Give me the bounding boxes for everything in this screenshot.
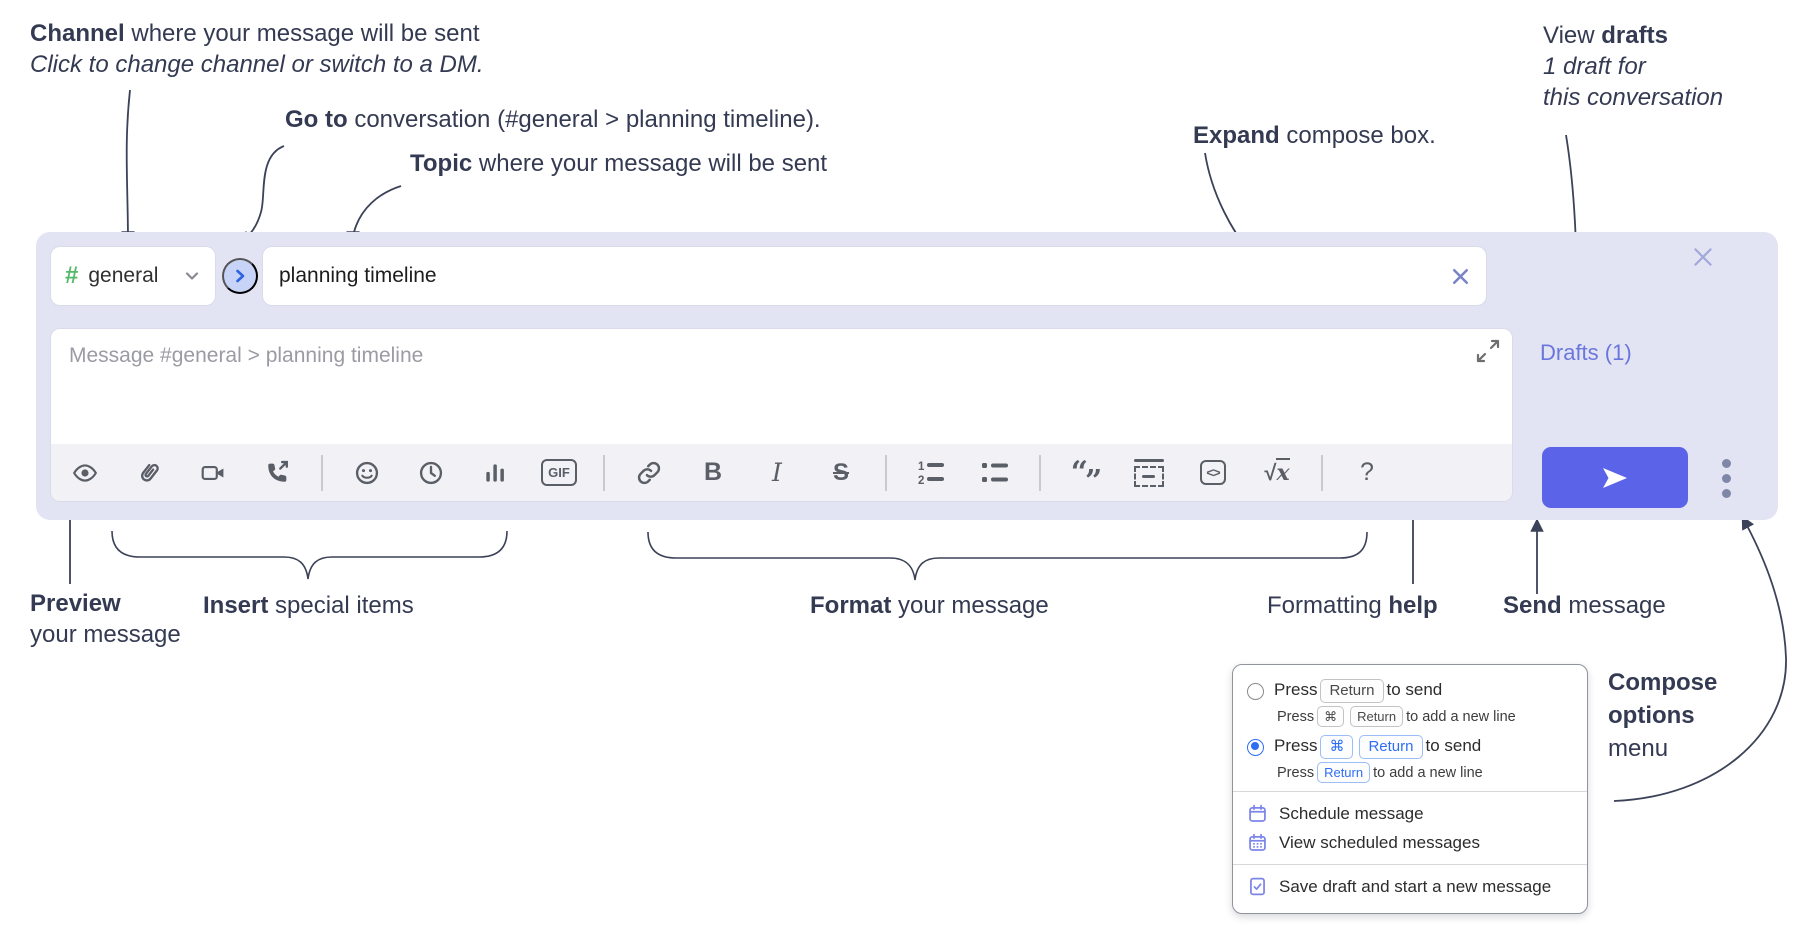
annotation-format: Format your message xyxy=(810,592,1049,619)
send-button[interactable] xyxy=(1542,447,1688,508)
close-compose-button[interactable] xyxy=(1688,242,1718,272)
emoji-icon[interactable] xyxy=(347,453,387,493)
drafts-link[interactable]: Drafts (1) xyxy=(1540,340,1632,365)
toolbar-separator xyxy=(1039,454,1041,491)
italic-icon[interactable]: I xyxy=(757,453,797,493)
spoiler-icon[interactable] xyxy=(1129,453,1169,493)
menu-divider xyxy=(1233,791,1587,792)
toolbar-separator xyxy=(321,454,323,491)
key-cmd: ⌘ xyxy=(1317,706,1345,727)
chevron-down-icon xyxy=(185,272,199,280)
quote-icon[interactable]: “” xyxy=(1065,453,1105,496)
compose-options-menu-button[interactable] xyxy=(1711,454,1741,502)
compose-box: # general Drafts (1) xyxy=(36,232,1778,520)
channel-name: general xyxy=(88,264,159,287)
toolbar-separator xyxy=(885,454,887,491)
go-to-conversation-button[interactable] xyxy=(222,258,258,294)
chevron-right-icon xyxy=(236,269,245,283)
clear-topic-button[interactable] xyxy=(1449,265,1472,288)
attach-file-icon[interactable] xyxy=(129,453,169,493)
annotation-send: Send message xyxy=(1503,592,1666,619)
menu-item-view-scheduled-messages[interactable]: View scheduled messages xyxy=(1247,828,1573,857)
toolbar-separator xyxy=(603,454,605,491)
menu-item-schedule-message[interactable]: Schedule message xyxy=(1247,799,1573,828)
key-return: Return xyxy=(1317,762,1371,783)
svg-text:2: 2 xyxy=(918,475,924,486)
bold-icon[interactable]: B xyxy=(693,453,733,493)
expand-compose-button[interactable] xyxy=(1474,337,1502,365)
radio-unselected[interactable] xyxy=(1247,682,1264,700)
svg-text:1: 1 xyxy=(918,461,925,473)
annotation-topic: Topic where your message will be sent xyxy=(410,150,828,177)
annotation-compose-options: Compose options menu xyxy=(1608,669,1718,762)
toolbar-separator xyxy=(1321,454,1323,491)
add-voice-call-icon[interactable] xyxy=(257,453,297,493)
code-icon[interactable]: <> xyxy=(1193,453,1233,493)
topic-input-box xyxy=(262,246,1487,306)
channel-selector[interactable]: # general xyxy=(50,246,216,306)
annotation-goto: Go to conversation (#general > planning … xyxy=(285,106,821,133)
draft-check-icon xyxy=(1250,877,1265,896)
message-area xyxy=(51,329,1512,444)
close-icon xyxy=(1452,268,1469,284)
key-return: Return xyxy=(1359,735,1423,759)
annotation-expand: Expand compose box. xyxy=(1193,122,1436,149)
topic-input[interactable] xyxy=(263,264,1449,288)
ellipsis-icon xyxy=(1721,458,1731,468)
key-return: Return xyxy=(1350,706,1404,727)
annotation-preview: Preview your message xyxy=(30,590,181,648)
strikethrough-icon[interactable]: S xyxy=(821,453,861,493)
preview-icon[interactable] xyxy=(65,453,105,493)
calendar-icon xyxy=(1249,804,1266,822)
annotation-formatting-help: Formatting help xyxy=(1267,592,1438,619)
menu-item-save-draft[interactable]: Save draft and start a new message xyxy=(1247,872,1573,901)
calendar-dots-icon xyxy=(1249,833,1266,851)
annotation-insert: Insert special items xyxy=(203,592,414,619)
channel-hash-icon: # xyxy=(65,262,79,289)
radio-selected[interactable] xyxy=(1247,738,1264,756)
key-return: Return xyxy=(1320,679,1384,703)
add-video-call-icon[interactable] xyxy=(193,453,233,493)
add-poll-icon[interactable] xyxy=(475,453,515,493)
bulleted-list-icon[interactable] xyxy=(975,453,1015,493)
send-icon xyxy=(1603,467,1627,488)
message-panel: GIF B I S 12 “” <> √x xyxy=(50,328,1513,502)
add-global-time-icon[interactable] xyxy=(411,453,451,493)
link-icon[interactable] xyxy=(629,453,669,493)
close-icon xyxy=(1694,248,1712,266)
add-gif-icon[interactable]: GIF xyxy=(539,453,579,493)
annotation-view-drafts: View drafts 1 draft for this conversatio… xyxy=(1543,22,1724,111)
annotation-channel: Channel where your message will be sent … xyxy=(30,20,484,78)
message-input[interactable] xyxy=(51,329,1512,444)
message-formatting-help-icon[interactable]: ? xyxy=(1347,453,1387,493)
math-icon[interactable]: √x xyxy=(1257,453,1297,493)
expand-icon xyxy=(1476,339,1500,363)
menu-divider xyxy=(1233,864,1587,865)
key-cmd: ⌘ xyxy=(1320,735,1354,759)
